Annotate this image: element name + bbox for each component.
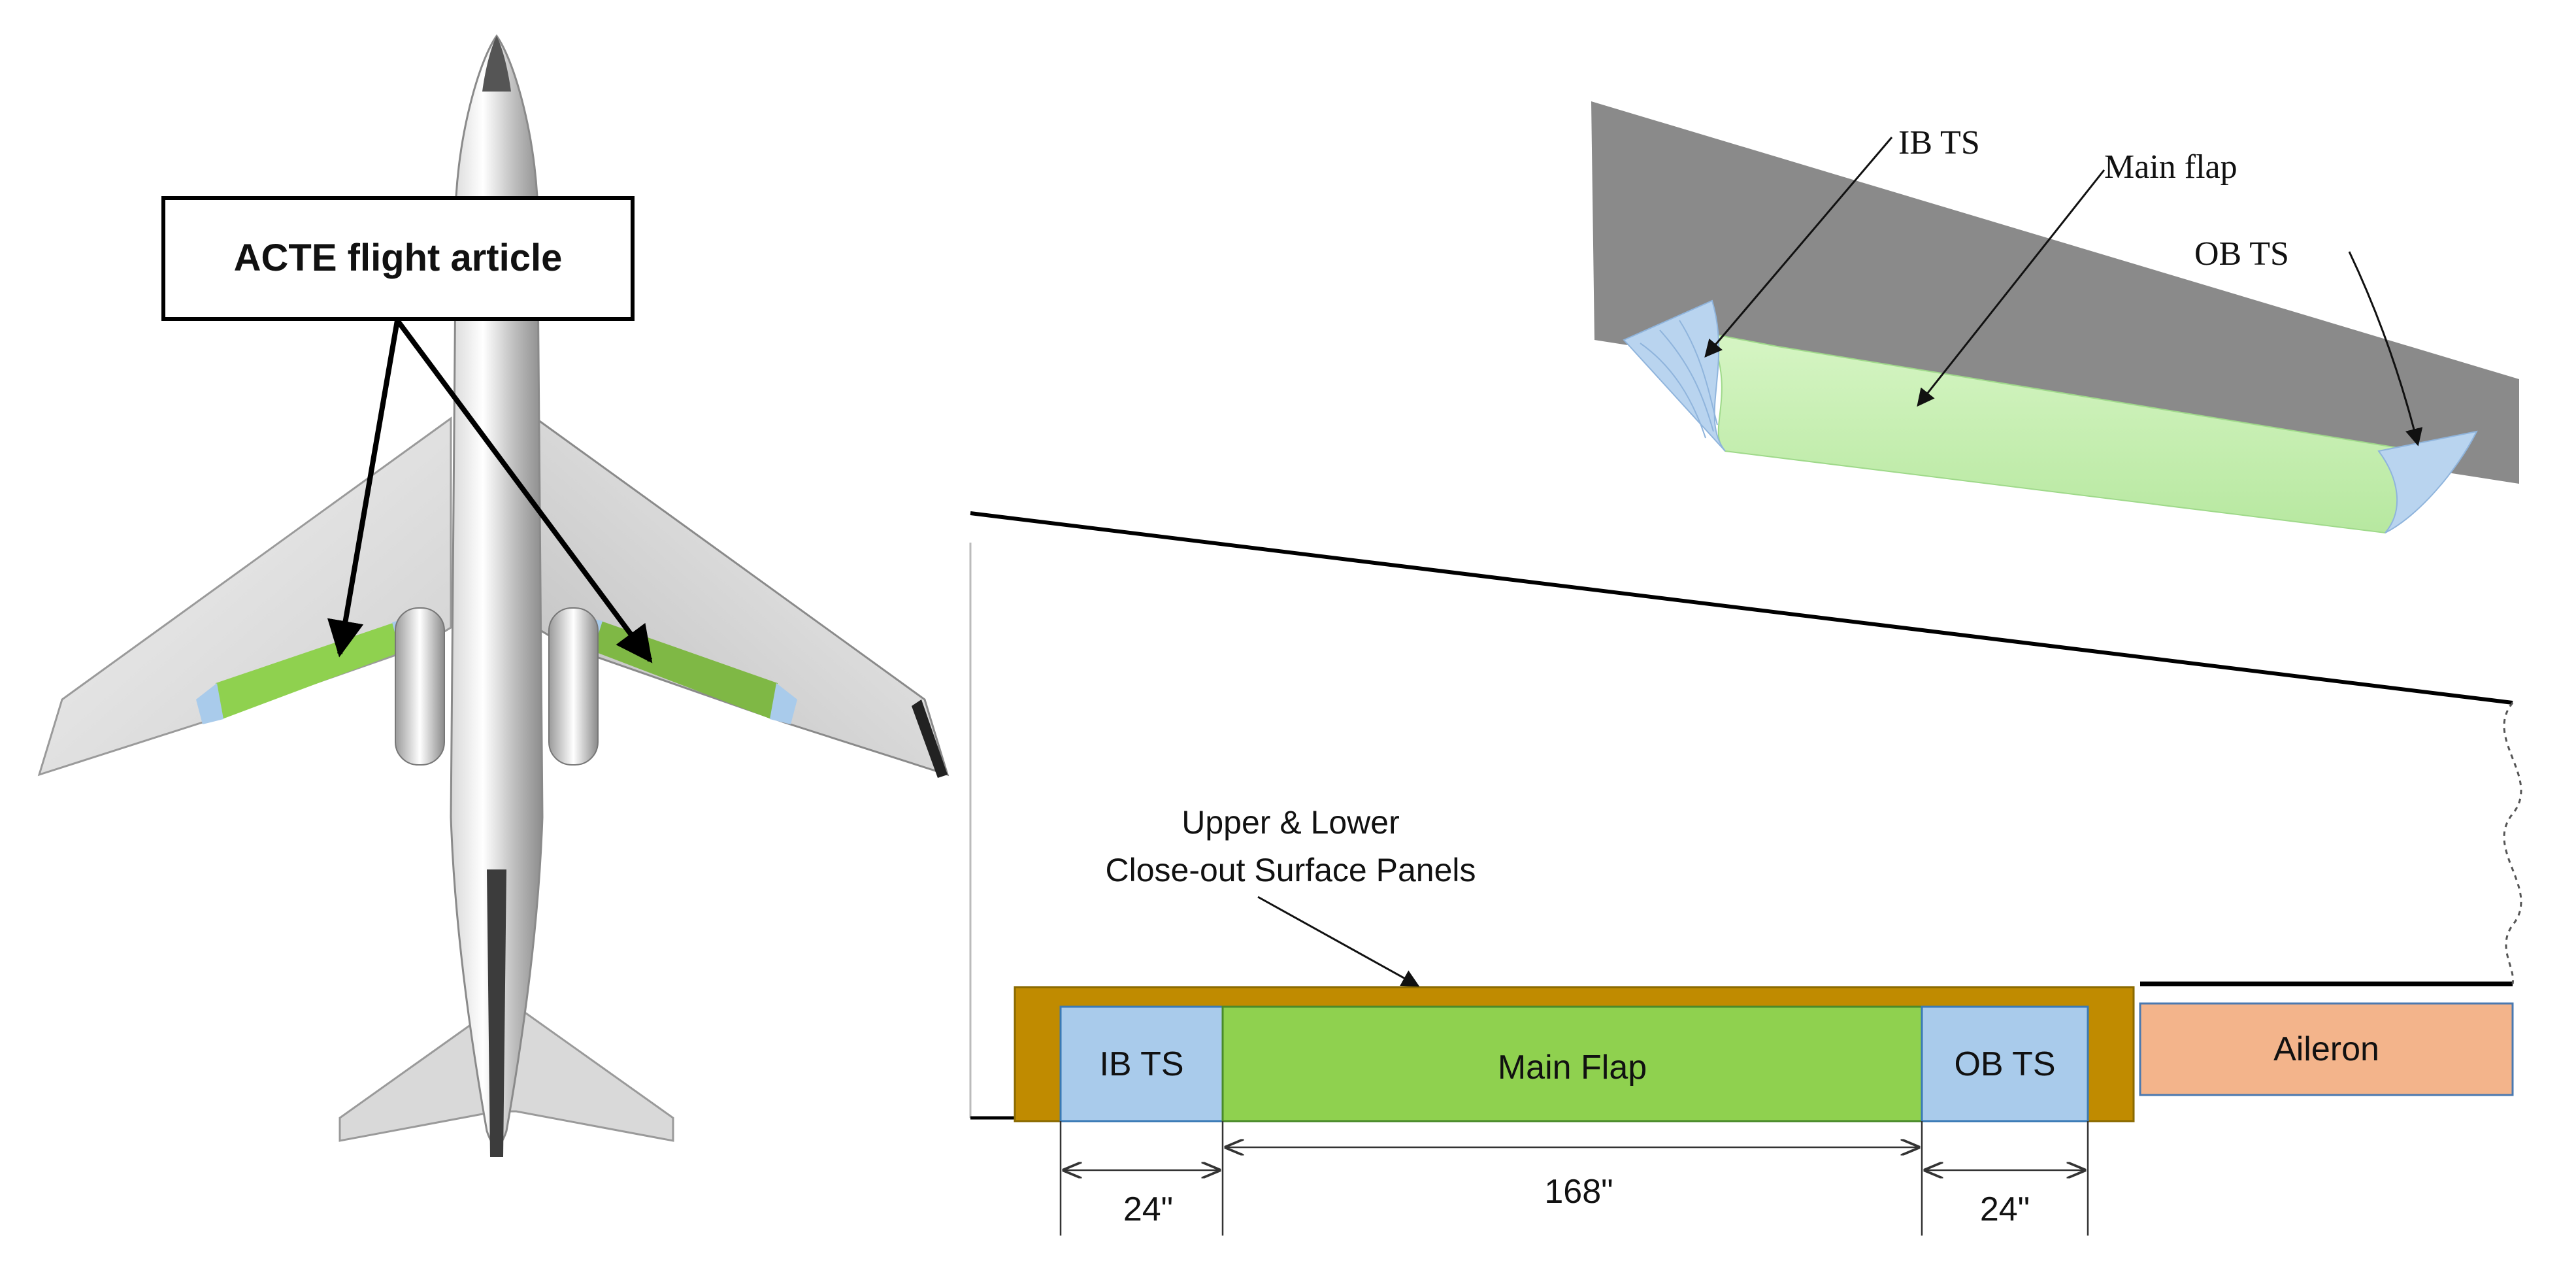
callout-label: ACTE flight article (234, 237, 563, 279)
acte-callout: ACTE flight article (161, 196, 653, 664)
right-ob-ts (770, 683, 797, 724)
ib-ts-segment (1059, 1005, 1224, 1122)
wing-3d-ib-ts-leader (1704, 137, 1893, 358)
wing-3d-main-flap-leader (1917, 169, 2105, 407)
left-ob-ts (196, 683, 223, 724)
dim-ib-ts-label: 24" (1123, 1190, 1173, 1228)
wing-3d-surface (1591, 101, 2519, 484)
callout-box (161, 196, 635, 321)
wing-3d-ob-ts-label: OB TS (2194, 235, 2289, 273)
wing-leading-edge (970, 511, 2513, 705)
wing-3d-ob-ts-leader (2348, 251, 2423, 446)
closeout-label-line1: Upper & Lower (1181, 804, 1400, 841)
wing-3d-view: IB TS Main flap OB TS (1591, 101, 2519, 534)
wing-3d-ib-ts-label: IB TS (1898, 124, 1980, 161)
closeout-label-line2: Close-out Surface Panels (1106, 852, 1476, 888)
wing-3d-main-flap-label: Main flap (2104, 148, 2237, 186)
vertical-tail (487, 869, 506, 1157)
ob-ts-segment-label: OB TS (1954, 1045, 2055, 1083)
callout-arrow-left (327, 320, 400, 658)
wing-break-line (2503, 702, 2522, 985)
aileron-segment-label: Aileron (2273, 1030, 2379, 1068)
planform-diagram: IB TS Main Flap OB TS Aileron Upper & Lo… (969, 511, 2522, 1236)
aileron-segment (2139, 1002, 2514, 1096)
closeout-leader (1257, 896, 1420, 987)
left-nacelle (395, 607, 445, 766)
wing-3d-ob-ts (2377, 430, 2478, 533)
dim-ob-ts-label: 24" (1980, 1190, 2030, 1228)
main-flap-segment-label: Main Flap (1498, 1049, 1647, 1086)
main-flap-segment (1221, 1005, 1923, 1122)
callout-arrow-right (395, 318, 653, 664)
dim-main-flap-label: 168" (1544, 1173, 1613, 1211)
ib-ts-segment-label: IB TS (1099, 1045, 1183, 1083)
ob-ts-segment (1921, 1005, 2089, 1122)
right-nacelle (548, 607, 599, 766)
dimension-lines (1059, 1121, 2089, 1236)
left-wing (37, 416, 452, 777)
